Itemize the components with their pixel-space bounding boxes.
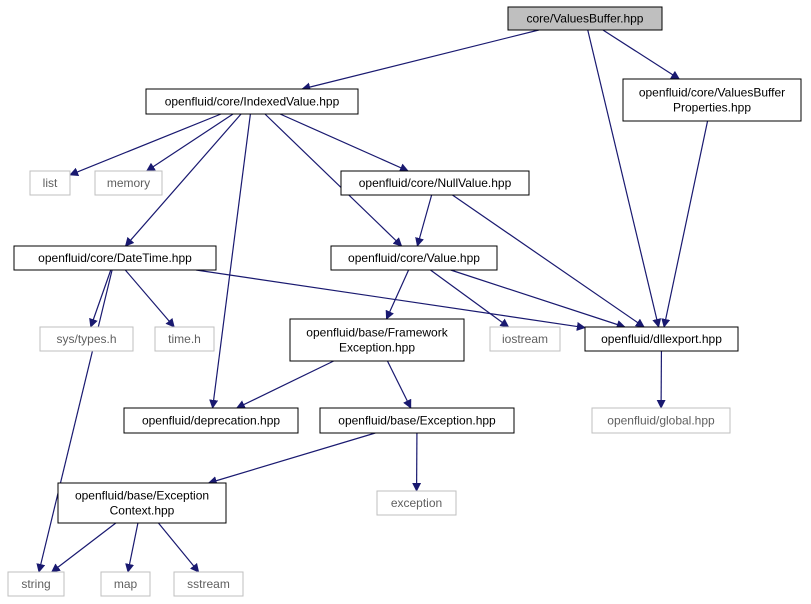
node-indexedvalue[interactable]: openfluid/core/IndexedValue.hpp (145, 88, 359, 115)
node-box-systypes (39, 326, 134, 352)
edge-indexedvalue-to-memory (145, 113, 234, 172)
node-label-memory: memory (107, 176, 150, 190)
node-global: openfluid/global.hpp (591, 407, 731, 434)
edge-value-to-iostream (430, 269, 510, 328)
node-box-timeh (154, 326, 215, 352)
node-nullvalue[interactable]: openfluid/core/NullValue.hpp (340, 170, 530, 196)
node-label-global: openfluid/global.hpp (607, 414, 715, 428)
node-memory: memory (94, 170, 163, 196)
node-label-exception: openfluid/base/Exception.hpp (338, 414, 496, 428)
node-valuesbuffer[interactable]: core/ValuesBuffer.hpp (507, 6, 663, 31)
edge-exception-to-exceptioncontext (207, 432, 376, 485)
edge-datetime-to-string (36, 269, 113, 573)
node-dllexport[interactable]: openfluid/dllexport.hpp (584, 326, 739, 352)
node-box-dllexport (584, 326, 739, 352)
edge-valuesbuffer-to-indexedvalue (301, 29, 540, 92)
node-label-fwexception: Exception.hpp (339, 341, 415, 355)
node-deprecation[interactable]: openfluid/deprecation.hpp (123, 407, 299, 434)
node-label-map: map (114, 577, 138, 591)
edge-indexedvalue-to-value (264, 113, 403, 247)
node-label-vbprops: openfluid/core/ValuesBuffer (639, 86, 785, 100)
node-label-nullvalue: openfluid/core/NullValue.hpp (359, 176, 512, 190)
node-label-deprecation: openfluid/deprecation.hpp (142, 414, 280, 428)
node-box-global (591, 407, 731, 434)
node-label-fwexception: openfluid/base/Framework (306, 326, 448, 340)
node-label-string: string (21, 577, 50, 591)
node-label-dllexport: openfluid/dllexport.hpp (601, 332, 722, 346)
edge-datetime-to-timeh (124, 269, 175, 328)
node-box-nullvalue (340, 170, 530, 196)
node-box-memory (94, 170, 163, 196)
edge-indexedvalue-to-datetime (124, 113, 242, 247)
edge-exceptioncontext-to-sstream (157, 522, 200, 573)
edge-value-to-dllexport (450, 269, 626, 329)
node-label-exceptionstd: exception (391, 496, 442, 510)
node-label-valuesbuffer: core/ValuesBuffer.hpp (527, 12, 644, 26)
node-box-deprecation (123, 407, 299, 434)
node-box-string (7, 571, 65, 597)
edge-indexedvalue-to-nullvalue (279, 113, 409, 172)
node-box-exceptioncontext (57, 482, 227, 524)
node-iostream: iostream (489, 326, 561, 352)
node-box-exception (319, 407, 515, 434)
node-box-sstream (173, 571, 244, 597)
node-label-list: list (43, 176, 58, 190)
node-box-exceptionstd (376, 490, 457, 516)
node-label-exceptioncontext: Context.hpp (110, 504, 175, 518)
edge-nullvalue-to-dllexport (452, 194, 645, 328)
node-string: string (7, 571, 65, 597)
edge-fwexception-to-exception (386, 360, 412, 409)
node-box-valuesbuffer (507, 6, 663, 31)
nodes-layer: core/ValuesBuffer.hpp openfluid/core/Inde… (7, 6, 802, 597)
node-list: list (29, 170, 71, 196)
edge-valuesbuffer-to-vbprops (602, 29, 681, 80)
node-map: map (100, 571, 151, 597)
node-label-vbprops: Properties.hpp (673, 101, 751, 115)
node-value[interactable]: openfluid/core/Value.hpp (330, 245, 498, 271)
node-exceptionstd: exception (376, 490, 457, 516)
edge-exceptioncontext-to-map (125, 522, 139, 573)
node-box-list (29, 170, 71, 196)
edge-indexedvalue-to-deprecation (209, 113, 251, 409)
edge-value-to-fwexception (385, 269, 410, 320)
edge-datetime-to-systypes (89, 269, 112, 328)
node-sstream: sstream (173, 571, 244, 597)
node-datetime[interactable]: openfluid/core/DateTime.hpp (13, 245, 217, 271)
node-label-sstream: sstream (187, 577, 230, 591)
edge-indexedvalue-to-list (69, 113, 222, 177)
node-vbprops[interactable]: openfluid/core/ValuesBufferProperties.hp… (622, 78, 802, 122)
node-label-indexedvalue: openfluid/core/IndexedValue.hpp (165, 95, 340, 109)
edges-layer (36, 29, 709, 573)
edge-vbprops-to-dllexport (661, 120, 709, 328)
node-box-iostream (489, 326, 561, 352)
node-exception[interactable]: openfluid/base/Exception.hpp (319, 407, 515, 434)
node-box-map (100, 571, 151, 597)
node-box-vbprops (622, 78, 802, 122)
node-box-fwexception (289, 318, 465, 362)
node-label-timeh: time.h (168, 332, 201, 346)
edge-exceptioncontext-to-string (50, 522, 117, 573)
node-label-iostream: iostream (502, 332, 548, 346)
node-label-exceptioncontext: openfluid/base/Exception (75, 489, 209, 503)
node-box-indexedvalue (145, 88, 359, 115)
node-systypes: sys/types.h (39, 326, 134, 352)
node-box-datetime (13, 245, 217, 271)
edge-nullvalue-to-value (415, 194, 433, 247)
node-box-value (330, 245, 498, 271)
node-timeh: time.h (154, 326, 215, 352)
edge-datetime-to-dllexport (195, 269, 586, 331)
node-label-value: openfluid/core/Value.hpp (348, 251, 480, 265)
edge-valuesbuffer-to-dllexport (587, 29, 662, 328)
node-label-datetime: openfluid/core/DateTime.hpp (38, 251, 192, 265)
edge-fwexception-to-deprecation (235, 360, 334, 409)
node-label-systypes: sys/types.h (56, 332, 116, 346)
